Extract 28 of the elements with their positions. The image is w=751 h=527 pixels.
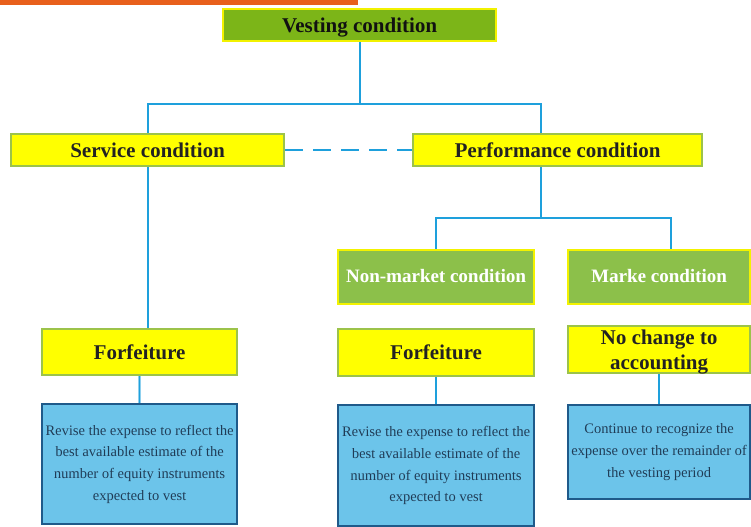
- box-label: Continue to recognize the expense over the remainder of the vesting period: [571, 420, 747, 483]
- box-label: Revise the expense to reflect the best available estimate of the number of equity instruments expected to vest: [341, 423, 531, 508]
- description-box: [567, 404, 751, 500]
- box-label: Forfeiture: [390, 340, 482, 365]
- condition-box: [337, 328, 535, 377]
- heading-box: [222, 8, 497, 42]
- box-label: Non-market condition: [346, 265, 526, 289]
- box-label: No change to accounting: [600, 324, 718, 374]
- condition-box: [567, 325, 751, 374]
- connector-line: [147, 167, 149, 328]
- description-box: [41, 403, 238, 525]
- connector-line: [435, 377, 437, 404]
- condition-box: [41, 328, 238, 376]
- dashed-connector: [285, 149, 412, 151]
- connector-line: [658, 374, 660, 404]
- box-label: Forfeiture: [94, 340, 186, 364]
- connector-line: [540, 167, 672, 249]
- description-box: [337, 404, 535, 527]
- connector-line: [138, 376, 140, 403]
- box-label: Revise the expense to reflect the best available estimate of the number of equity instruments expected to vest: [45, 422, 234, 506]
- condition-box: [10, 133, 285, 167]
- category-box: [567, 249, 751, 305]
- category-box: [337, 249, 535, 305]
- box-label: Marke condition: [591, 265, 727, 289]
- condition-box: [412, 133, 703, 167]
- box-label: Vesting condition: [282, 12, 437, 38]
- box-label: Performance condition: [454, 138, 660, 162]
- box-label: Service condition: [70, 138, 225, 162]
